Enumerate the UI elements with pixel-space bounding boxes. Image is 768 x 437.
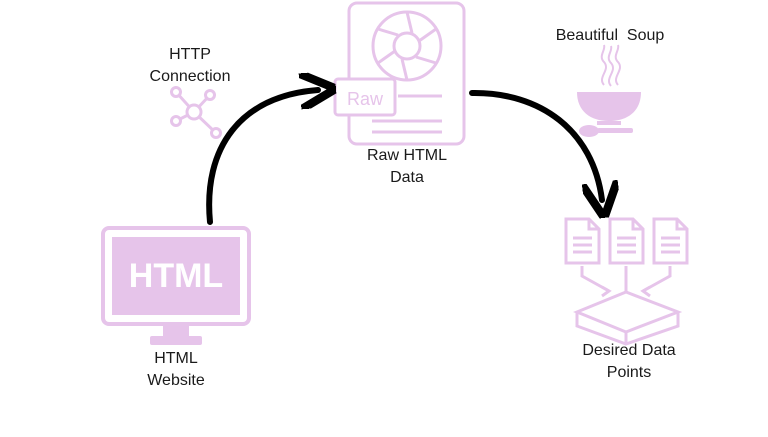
html-website-label: HTML Website bbox=[147, 350, 205, 389]
http-connection-label: HTTP Connection bbox=[149, 46, 231, 85]
flow-arrow-website-to-raw bbox=[206, 90, 318, 225]
raw-document-icon: Raw bbox=[333, 1, 466, 146]
beautiful-soup-label: Beautiful Soup bbox=[555, 27, 665, 44]
raw-html-data-label: Raw HTML Data bbox=[366, 147, 447, 186]
desired-data-points-label: Desired Data Points bbox=[582, 342, 676, 381]
soup-bowl-icon bbox=[577, 44, 641, 137]
monitor-screen-text: HTML bbox=[129, 257, 223, 295]
flow-arrow-raw-to-data bbox=[469, 89, 602, 200]
raw-icon-text: Raw bbox=[347, 89, 384, 109]
data-funnel-icon bbox=[564, 217, 689, 346]
monitor-icon: HTML bbox=[101, 226, 251, 345]
network-icon bbox=[170, 86, 222, 139]
